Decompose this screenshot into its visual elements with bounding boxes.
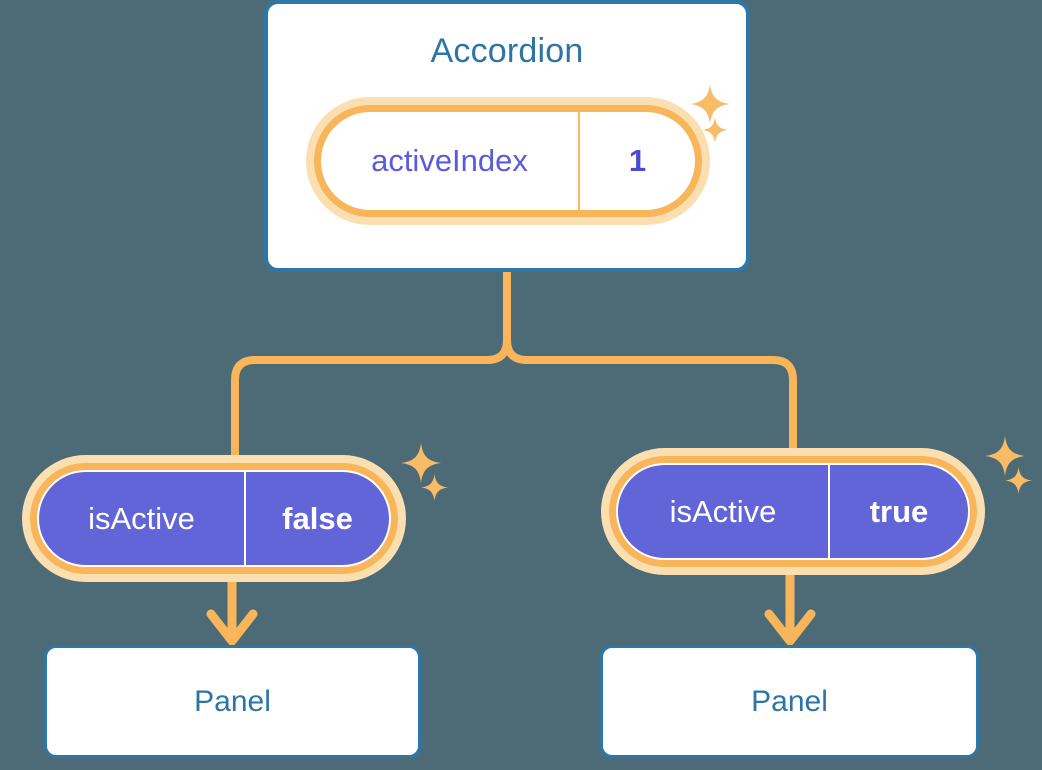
panel-card-right[interactable]: Panel [600, 645, 979, 758]
sparkle-icon [690, 84, 730, 124]
connector-right-branch [503, 268, 797, 452]
sparkle-icon [401, 443, 441, 483]
state-key-label: activeIndex [321, 112, 580, 210]
is-active-true-state-pill[interactable]: isActive true [616, 463, 970, 560]
sparkle-icon [985, 436, 1025, 476]
state-value-label: false [282, 500, 353, 536]
page-title: Accordion [430, 32, 584, 70]
state-key-label: isActive [39, 472, 246, 565]
sparkle-small-icon [421, 474, 448, 501]
panel-label: Panel [194, 684, 271, 718]
arrow-down-icon [206, 582, 258, 646]
state-value-label: true [869, 493, 929, 529]
arrow-down-icon [764, 575, 816, 646]
active-index-state-pill[interactable]: activeIndex 1 [321, 112, 695, 210]
panel-card-left[interactable]: Panel [44, 645, 421, 758]
state-key-label: isActive [618, 465, 830, 558]
sparkle-small-icon [1005, 467, 1032, 494]
active-index-pill-ring [314, 105, 702, 217]
connector-left-branch [231, 268, 511, 459]
sparkle-small-icon [702, 117, 728, 143]
is-active-false-state-pill[interactable]: isActive false [37, 470, 391, 567]
state-value-label: 1 [628, 143, 647, 178]
panel-label: Panel [751, 684, 828, 718]
